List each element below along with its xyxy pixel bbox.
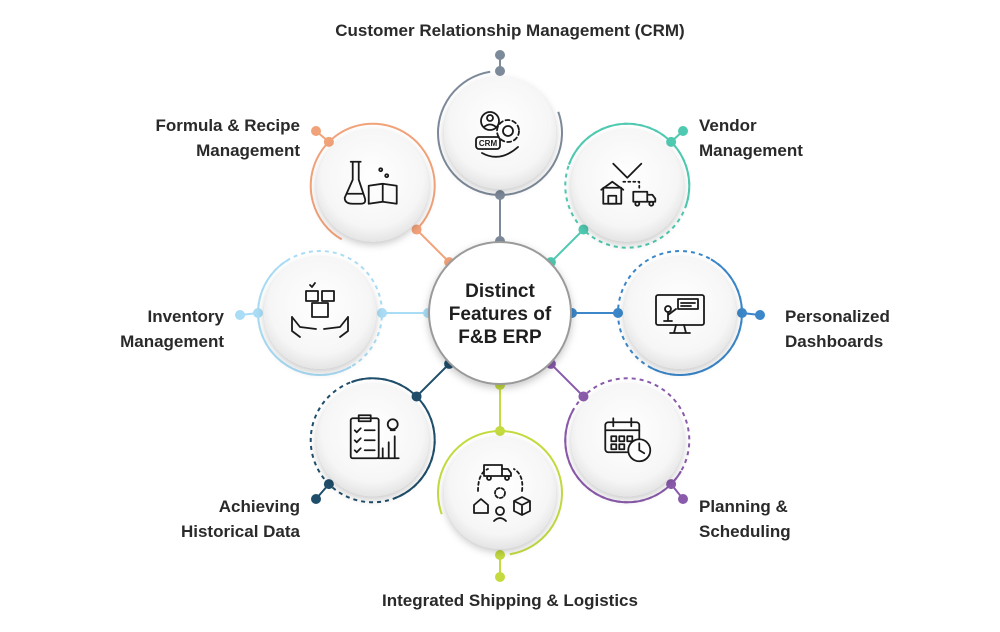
outline-solid-arc-vendor (568, 122, 691, 208)
feature-node-vendor (564, 122, 691, 249)
feature-node-crm: CRM (437, 70, 563, 196)
outline-solid-arc-inventory (257, 258, 352, 376)
dot-end-inventory (235, 310, 245, 320)
feature-node-recipe (309, 122, 436, 249)
handshake-delivery-icon (600, 162, 657, 207)
dot-inner-inventory (377, 308, 387, 318)
dot-outer-crm (495, 66, 505, 76)
flask-book-icon (343, 160, 398, 205)
center-title-line-2: Features of (449, 304, 552, 325)
label-recipe-line-1: Formula & Recipe (155, 116, 300, 135)
outline-ring-recipe (309, 122, 436, 249)
dot-end-dashboard (755, 310, 765, 320)
feature-node-inventory (257, 250, 383, 376)
feature-node-shipping (437, 430, 564, 556)
label-vendor-line-1: Vendor (699, 116, 757, 135)
label-dashboard-line-1: Personalized (785, 307, 890, 326)
outline-ring-shipping (437, 430, 564, 556)
label-history-line-1: Achieving (219, 497, 300, 516)
dot-inner-recipe (411, 224, 422, 235)
connector-inner-recipe (415, 228, 450, 263)
center-title-line-1: Distinct (465, 281, 535, 302)
feature-node-dashboard (617, 250, 743, 376)
disc-inventory (264, 257, 376, 369)
disc-shipping (444, 437, 556, 549)
disc-crm (444, 77, 556, 189)
dot-end-recipe (311, 126, 321, 136)
presentation-board-icon (655, 294, 705, 334)
disc-dashboard (624, 257, 736, 369)
outline-solid-arc-history (351, 377, 436, 500)
connector-inner-planning (550, 363, 585, 398)
outline-solid-arc-dashboard (648, 258, 743, 376)
label-inventory-line-2: Management (120, 332, 224, 351)
label-shipping: Integrated Shipping & Logistics (382, 591, 638, 610)
feature-node-planning (564, 377, 691, 504)
label-planning-line-2: Scheduling (699, 522, 791, 541)
label-vendor-line-2: Management (699, 141, 803, 160)
label-recipe-line-2: Management (196, 141, 300, 160)
logistics-cycle-icon (473, 464, 531, 522)
connector-inner-vendor (550, 228, 585, 263)
outline-ring-crm (437, 70, 563, 196)
dot-end-history (311, 494, 321, 504)
dot-end-crm (495, 50, 505, 60)
checklist-chart-icon (349, 414, 400, 460)
label-crm: Customer Relationship Management (CRM) (335, 21, 684, 40)
outline-solid-arc-planning (564, 408, 682, 504)
dot-end-shipping (495, 572, 505, 582)
dot-end-vendor (678, 126, 688, 136)
center-hub: Distinct Features of F&B ERP (428, 241, 572, 385)
label-dashboard-line-2: Dashboards (785, 332, 883, 351)
calendar-clock-icon (604, 417, 652, 463)
connector-inner-history (415, 363, 450, 398)
boxes-hands-icon (291, 282, 349, 338)
feature-nodes: CRM (257, 70, 743, 556)
dot-outer-shipping (495, 550, 505, 560)
label-planning-line-1: Planning & (699, 497, 788, 516)
feature-labels: Customer Relationship Management (CRM) V… (120, 21, 890, 610)
label-history-line-2: Historical Data (181, 522, 301, 541)
center-title-line-3: F&B ERP (458, 327, 542, 348)
disc-vendor (571, 129, 684, 242)
label-inventory-line-1: Inventory (147, 307, 224, 326)
crm-gear-icon: CRM (475, 111, 520, 158)
svg-text:CRM: CRM (479, 139, 498, 148)
dot-end-planning (678, 494, 688, 504)
feature-node-history (309, 377, 436, 504)
